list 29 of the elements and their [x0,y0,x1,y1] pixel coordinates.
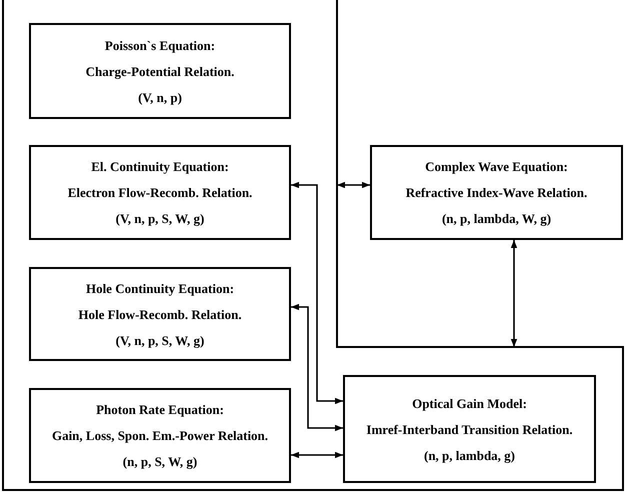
equation-box [29,267,291,361]
arrow [337,182,370,188]
arrow [291,182,343,404]
arrow [291,304,343,432]
equation-text: Photon Rate Equation: [96,402,224,417]
equation-box [29,388,291,483]
equation-text: Charge-Potential Relation. [86,64,234,78]
equation-text: Imref-Interband Transition Relation. [366,422,573,436]
equation-box [29,145,291,240]
equation-text: (n, p, S, W, g) [122,454,198,469]
equation-text: Electron Flow-Recomb. Relation. [68,185,252,200]
equation-text: (n, p, lambda, W, g) [442,211,552,226]
equation-text: Hole Continuity Equation: [86,280,234,296]
equation-text: Complex Wave Equation: [425,159,568,174]
equation-text: (n, p, lambda, g) [424,448,516,462]
equation-box [29,23,291,119]
equation-text: Hole Flow-Recomb. Relation. [78,306,242,322]
equation-box [370,145,623,240]
equation-text: Refractive Index-Wave Relation. [406,185,588,200]
arrow [291,452,343,458]
equation-text: Poisson`s Equation: [104,38,216,52]
equation-text: (V, n, p, S, W, g) [116,332,204,348]
equation-text: Optical Gain Model: [412,396,527,410]
equation-box [343,375,596,483]
equation-text: El. Continuity Equation: [91,159,229,174]
equation-text: (V, n, p) [138,90,182,104]
equation-text: (V, n, p, S, W, g) [116,211,204,226]
equation-text: Gain, Loss, Spon. Em.-Power Relation. [52,428,268,443]
arrow [510,240,518,347]
